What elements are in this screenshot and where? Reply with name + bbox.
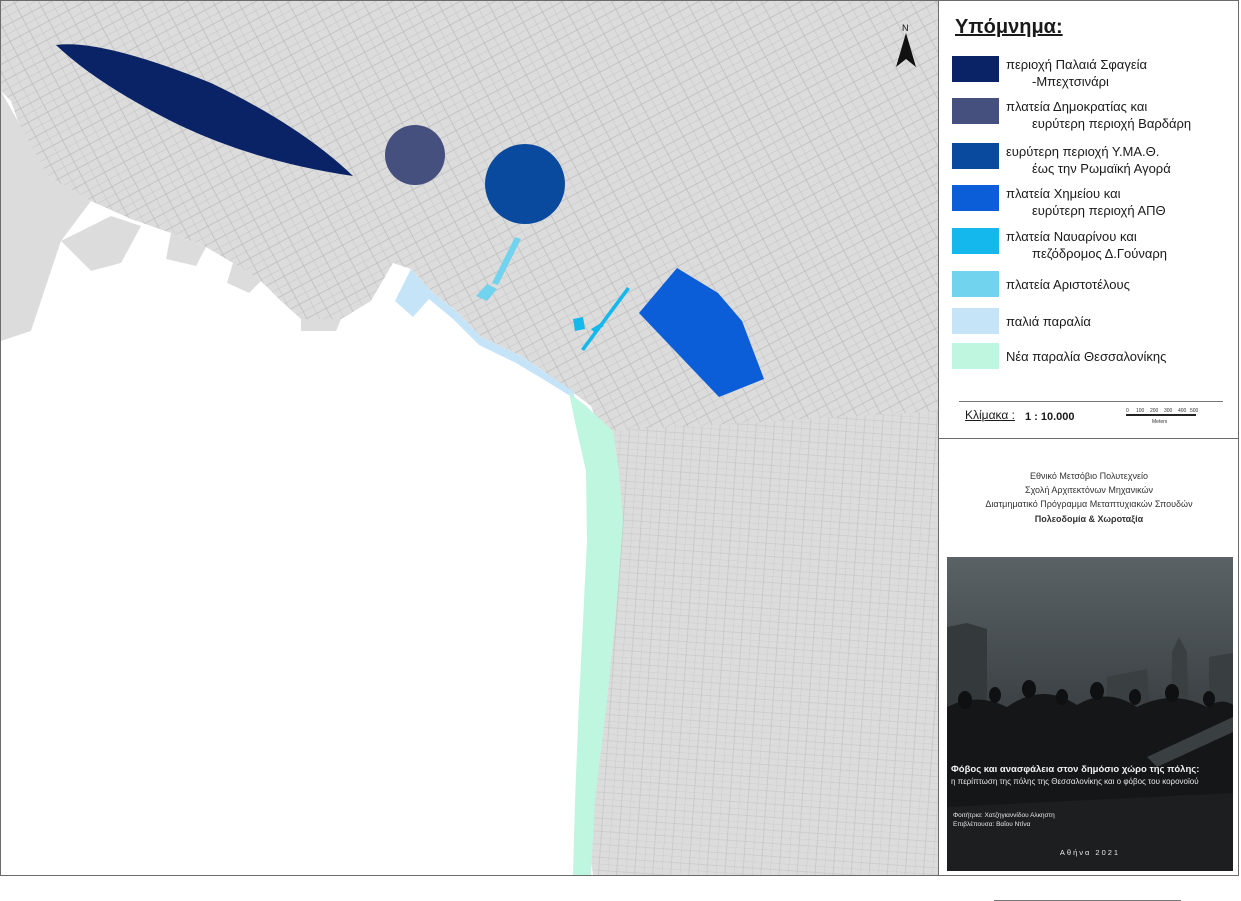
legend-label: Νέα παραλία Θεσσαλονίκης bbox=[1006, 349, 1167, 364]
scalebar-tick-0: 0 bbox=[1126, 408, 1129, 414]
legend-swatch bbox=[952, 228, 999, 254]
land-south-east bbox=[589, 411, 938, 875]
institution-line-2: Σχολή Αρχιτεκτόνων Μηχανικών bbox=[1025, 485, 1153, 495]
legend-title: Υπόμνημα: bbox=[955, 16, 1063, 38]
legend-panel: Υπόμνημα: περιοχή Παλαιά Σφαγεία-Μπεχτσι… bbox=[939, 0, 1239, 876]
cover-title: Φόβος και ανασφάλεια στον δημόσιο χώρο τ… bbox=[951, 764, 1200, 775]
cover-subtitle: η περίπτωση της πόλης της Θεσσαλονίκης κ… bbox=[951, 777, 1199, 786]
zone-plateia-dimokratias[interactable] bbox=[385, 125, 445, 185]
legend-swatch bbox=[952, 98, 999, 124]
north-label: N bbox=[902, 23, 909, 33]
legend-item-nea-paralia: Νέα παραλία Θεσσαλονίκης bbox=[952, 343, 1237, 369]
legend-swatch bbox=[952, 185, 999, 211]
scalebar-tick-300: 300 bbox=[1164, 408, 1173, 414]
legend-label: ευρύτερη περιοχή Υ.ΜΑ.Θ.έως την Ρωμαϊκή … bbox=[1006, 144, 1171, 176]
zone-palia-paralia[interactable] bbox=[395, 269, 575, 399]
cover-supervisor: Επιβλέπουσα: Βαΐου Ντίνα bbox=[953, 821, 1031, 828]
title-block: Εθνικό Μετσόβιο Πολυτεχνείο Σχολή Αρχιτε… bbox=[939, 439, 1239, 901]
institution-line-3: Διατμηματικό Πρόγραμμα Μεταπτυχιακών Σπο… bbox=[985, 499, 1193, 509]
scalebar-tick-500: 500 bbox=[1190, 408, 1199, 414]
legend-item-palia-paralia: παλιά παραλία bbox=[952, 308, 1237, 334]
zone-nea-paralia[interactable] bbox=[569, 393, 623, 875]
thesis-cover-image: Φόβος και ανασφάλεια στον δημόσιο χώρο τ… bbox=[947, 557, 1233, 871]
zone-ymath[interactable] bbox=[485, 144, 565, 224]
zone-plateia-aristotelous[interactable] bbox=[476, 237, 521, 301]
institution-line-1: Εθνικό Μετσόβιο Πολυτεχνείο bbox=[1030, 471, 1148, 481]
north-arrow-icon bbox=[896, 33, 916, 67]
scalebar: 0 100 200 300 400 500 Meters bbox=[1126, 408, 1199, 425]
scalebar-bar bbox=[1126, 414, 1196, 416]
cover-student: Φοιτήτρια: Χατζηγιαννίδου Αλκηστη bbox=[953, 812, 1055, 819]
panel-divider-horizontal bbox=[939, 438, 1239, 439]
legend-swatch bbox=[952, 143, 999, 169]
legend-item-ymath: ευρύτερη περιοχή Υ.ΜΑ.Θ.έως την Ρωμαϊκή … bbox=[952, 143, 1237, 176]
legend-swatch bbox=[952, 271, 999, 297]
cover-city-year: Αθήνα 2021 bbox=[1059, 848, 1121, 857]
scale-value: 1 : 10.000 bbox=[1025, 411, 1075, 423]
legend-swatch bbox=[952, 343, 999, 369]
zone-navarinou[interactable] bbox=[573, 287, 630, 351]
scale-label: Κλίμακα : bbox=[965, 408, 1015, 422]
institution-line-4: Πολεοδομία & Χωροταξία bbox=[1034, 514, 1144, 524]
legend-label: περιοχή Παλαιά Σφαγεία-Μπεχτσινάρι bbox=[1006, 57, 1148, 89]
zone-palaia-sfageia[interactable] bbox=[56, 44, 353, 176]
zone-plateia-chimeiou[interactable] bbox=[639, 268, 764, 397]
scalebar-unit: Meters bbox=[1152, 419, 1168, 425]
scalebar-tick-100: 100 bbox=[1136, 408, 1145, 414]
panel-divider bbox=[938, 0, 939, 876]
port-piers bbox=[1, 91, 341, 341]
legend-label: πλατεία Αριστοτέλους bbox=[1006, 277, 1130, 292]
map-view[interactable]: N bbox=[1, 1, 938, 875]
legend-label: παλιά παραλία bbox=[1006, 314, 1091, 329]
cover-illustration bbox=[947, 557, 1233, 871]
sea bbox=[1, 241, 595, 875]
legend-swatch bbox=[952, 56, 999, 82]
scale-divider bbox=[959, 401, 1223, 402]
scalebar-tick-200: 200 bbox=[1150, 408, 1159, 414]
legend-item-palaia-sfageia: περιοχή Παλαιά Σφαγεία-Μπεχτσινάρι bbox=[952, 56, 1237, 89]
legend-swatch bbox=[952, 308, 999, 334]
legend-item-plateia-aristotelous: πλατεία Αριστοτέλους bbox=[952, 271, 1237, 297]
map-canvas: N bbox=[1, 1, 938, 875]
scalebar-tick-400: 400 bbox=[1178, 408, 1187, 414]
